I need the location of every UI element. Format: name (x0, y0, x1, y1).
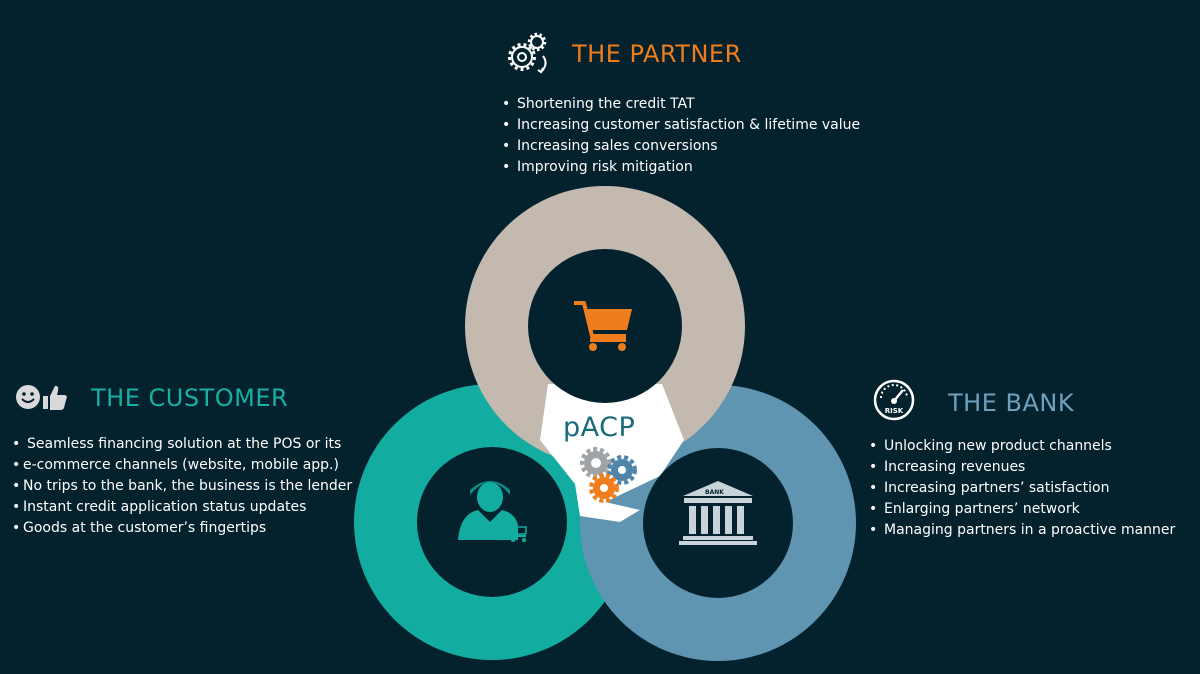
list-item: Shortening the credit TAT (502, 94, 860, 115)
shopper-icon (458, 481, 527, 542)
bank-building-icon (679, 481, 757, 545)
partner-bullet-list: Shortening the credit TAT Increasing cus… (502, 94, 860, 178)
list-item: Unlocking new product channels (869, 436, 1175, 457)
list-item: Managing partners in a proactive manner (869, 520, 1175, 541)
gauge-label: RISK (885, 407, 904, 415)
smiley-thumbs-up-icon (16, 385, 67, 410)
bank-bullet-list: Unlocking new product channels Increasin… (869, 436, 1175, 541)
center-label: pACP (563, 412, 636, 443)
list-item: No trips to the bank, the business is th… (12, 476, 352, 497)
list-item: Increasing customer satisfaction & lifet… (502, 115, 860, 136)
list-item: Enlarging partners’ network (869, 499, 1175, 520)
gears-cluster-icon (580, 447, 637, 503)
list-item-continuation: e-commerce channels (website, mobile app… (12, 455, 352, 476)
center-intersection-lower (575, 484, 640, 522)
bank-title: THE BANK (948, 389, 1075, 417)
gears-icon (508, 32, 547, 74)
list-item: Improving risk mitigation (502, 157, 860, 178)
partner-title: THE PARTNER (572, 40, 742, 68)
shopping-cart-icon (574, 301, 632, 351)
customer-bullet-list: Seamless financing solution at the POS o… (12, 434, 352, 539)
list-item: Increasing partners’ satisfaction (869, 478, 1175, 499)
list-item: Increasing sales conversions (502, 136, 860, 157)
risk-gauge-icon: RISK (873, 379, 915, 421)
list-item: Seamless financing solution at the POS o… (12, 434, 352, 455)
list-item: Increasing revenues (869, 457, 1175, 478)
list-item: Instant credit application status update… (12, 497, 352, 518)
bank-sign: BANK (705, 489, 724, 496)
center-intersection (540, 384, 684, 502)
list-item: Goods at the customer’s fingertips (12, 518, 352, 539)
customer-title: THE CUSTOMER (91, 384, 289, 412)
